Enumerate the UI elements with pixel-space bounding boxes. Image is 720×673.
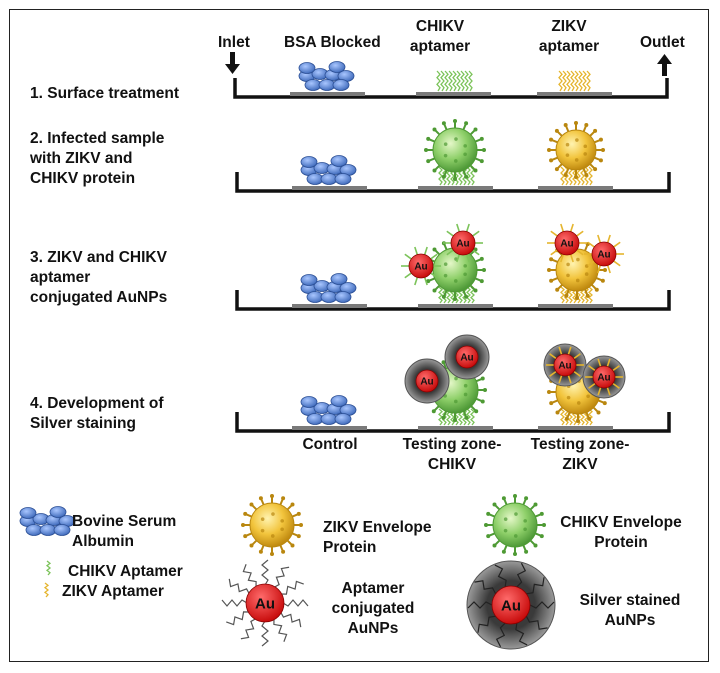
zone-chikv-label: Testing zone- CHIKV <box>402 436 502 473</box>
inlet-arrow-icon <box>225 52 240 74</box>
chikv-pad-4 <box>418 426 493 430</box>
bsa-step-3 <box>300 273 357 303</box>
figure-frame <box>9 9 709 662</box>
au-label: Au <box>560 239 573 250</box>
legend-zikv-envelope-icon <box>241 494 303 556</box>
legend-bsa-label: Bovine Serum Albumin <box>72 513 177 550</box>
bsa-step-1 <box>298 61 355 91</box>
inlet-label: Inlet <box>218 34 250 51</box>
zone-zikv-label: Testing zone- ZIKV <box>530 436 630 473</box>
silver-np-chikv-2: Au <box>444 334 490 380</box>
channel-step-2 <box>235 172 671 193</box>
au-np-zikv-2: Au <box>584 234 624 274</box>
bsa-blocked-label: BSA Blocked <box>284 34 381 51</box>
chikv-pad-1 <box>416 92 491 96</box>
silver-core-au: Au <box>546 346 584 384</box>
control-pad-4 <box>292 426 367 430</box>
control-pad-3 <box>292 304 367 308</box>
silver-np-chikv-1: Au <box>404 358 450 404</box>
chikv-aptamer-header: CHIKV aptamer <box>409 18 471 55</box>
zikv-pad-3 <box>538 304 613 308</box>
step-1-label: 1. Surface treatment <box>30 85 180 102</box>
control-pad-1 <box>290 92 365 96</box>
legend-silver-aunp-icon: Au <box>466 560 556 650</box>
channel-step-1 <box>233 78 669 99</box>
au-label: Au <box>255 595 275 612</box>
zikv-aptamer-header: ZIKV aptamer <box>538 18 600 55</box>
outlet-label: Outlet <box>640 34 685 51</box>
silver-np-zikv-2: Au <box>582 355 626 399</box>
control-pad-2 <box>292 186 367 190</box>
legend-chikv-aptamer-label: CHIKV Aptamer <box>68 563 183 580</box>
legend-silver-au-core: Au <box>491 585 531 625</box>
chikv-envelope-step-2 <box>424 119 486 181</box>
legend-aptamer-aunp-label: Aptamer conjugated AuNPs <box>331 580 415 637</box>
bsa-step-2 <box>300 155 357 185</box>
chikv-pad-2 <box>418 186 493 190</box>
au-label: Au <box>558 361 571 372</box>
au-label: Au <box>501 597 521 614</box>
au-label: Au <box>420 377 433 388</box>
channel-step-4 <box>235 412 671 433</box>
zikv-pad-2 <box>538 186 613 190</box>
legend-bsa-icon <box>19 506 76 536</box>
au-label: Au <box>597 250 610 261</box>
step-2-label: 2. Infected sample with ZIKV and CHIKV p… <box>30 130 165 187</box>
zikv-envelope-step-2 <box>547 121 605 179</box>
au-np-zikv-1: Au <box>547 223 587 263</box>
zikv-pad-1 <box>537 92 612 96</box>
step-4-label: 4. Development of Silver staining <box>30 395 164 432</box>
legend-zikv-aptamer-label: ZIKV Aptamer <box>62 583 164 600</box>
legend-zikv-aptamer-icon <box>43 582 50 598</box>
legend-chikv-aptamer-icon <box>45 560 52 576</box>
silver-np-zikv-1: Au <box>543 343 587 387</box>
bsa-step-4 <box>300 395 357 425</box>
zone-control-label: Control <box>302 436 358 453</box>
legend-zikv-envelope-label: ZIKV Envelope Protein <box>323 519 432 556</box>
zikv-pad-4 <box>538 426 613 430</box>
au-label: Au <box>597 373 610 384</box>
step-3-label: 3. ZIKV and CHIKV aptamer conjugated AuN… <box>30 249 168 306</box>
au-np-chikv-1: Au <box>401 246 441 286</box>
au-label: Au <box>414 262 427 273</box>
legend-silver-aunp-label: Silver stained AuNPs <box>579 592 681 629</box>
silver-core-au: Au <box>415 369 439 393</box>
au-np-chikv-2: Au <box>443 223 483 263</box>
legend-au-core: Au <box>245 583 285 623</box>
silver-core-au: Au <box>585 358 623 396</box>
au-label: Au <box>456 239 469 250</box>
chikv-pad-3 <box>418 304 493 308</box>
legend-aptamer-aunp-icon: Au <box>221 559 309 647</box>
silver-core-au: Au <box>455 345 479 369</box>
outlet-arrow-icon <box>657 54 672 76</box>
channel-step-3 <box>235 290 671 311</box>
legend-chikv-envelope-icon <box>484 494 546 556</box>
chikv-aptamers-step-1 <box>436 70 473 92</box>
legend-chikv-envelope-label: CHIKV Envelope Protein <box>560 514 682 551</box>
au-label: Au <box>460 353 473 364</box>
zikv-aptamers-step-1 <box>558 70 591 92</box>
